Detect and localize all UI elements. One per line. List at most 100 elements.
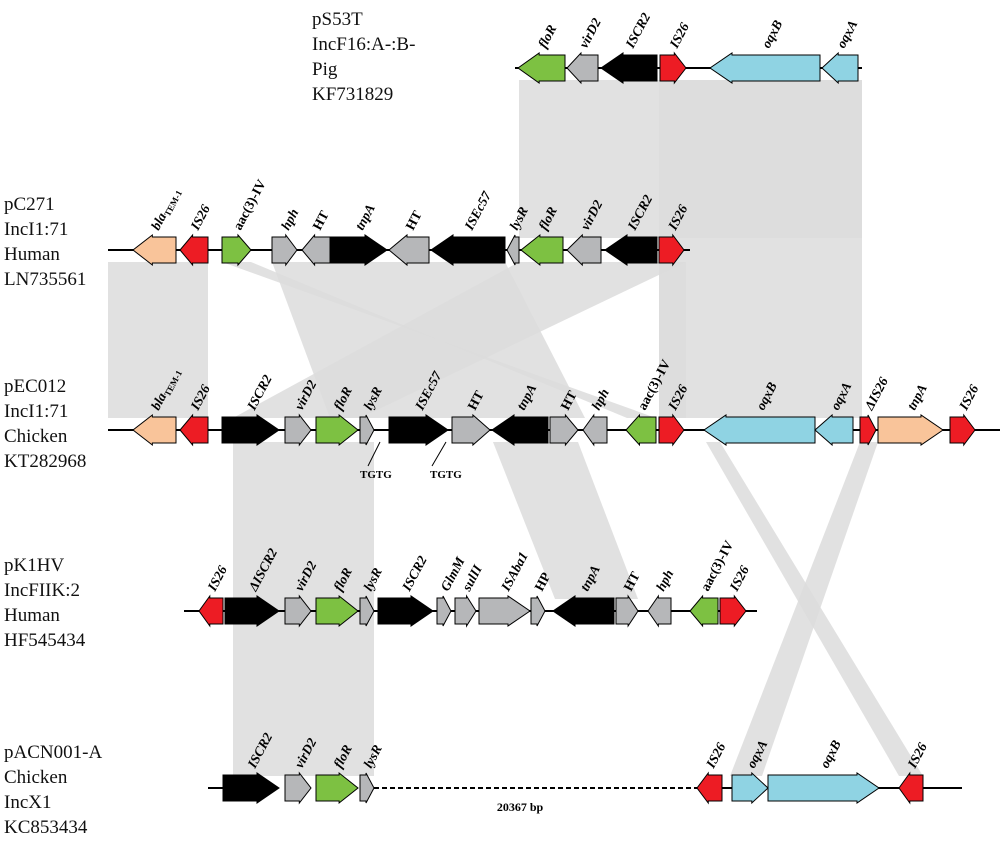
- plasmid-label-line: KF731829: [312, 84, 393, 105]
- gene-arrow-flor: [520, 233, 564, 267]
- gene-arrow-is26: [179, 413, 209, 447]
- plasmid-label-line: KC853434: [4, 817, 88, 838]
- gene-label: hph: [278, 206, 301, 232]
- gene-arrow-tnpa: [877, 414, 944, 446]
- gene-arrow-is26: [696, 771, 723, 805]
- tgtg-tick: [431, 441, 447, 467]
- homology-shading: [108, 80, 923, 776]
- gene-arrow-aac-3-iv: [221, 233, 252, 267]
- gene-arrow-oqxb: [703, 414, 816, 446]
- plasmid-label-line: Human: [4, 244, 60, 265]
- gene-label: virD2: [576, 15, 604, 50]
- gene-arrow-isaba1: [478, 595, 531, 627]
- gene-arrow--iscr2: [224, 595, 280, 627]
- gene-label: IS26: [702, 740, 728, 771]
- gene-arrow-iscr2: [604, 234, 658, 266]
- plasmid-label-line: Pig: [312, 59, 338, 80]
- gene-arrow-hp: [530, 595, 546, 627]
- gene-label: IS26: [955, 382, 981, 413]
- gene-arrow-is26: [658, 413, 685, 447]
- gene-label: HT: [309, 208, 331, 232]
- gene-arrow-tnpa: [491, 414, 549, 446]
- gene-arrow-aac-3-iv: [625, 413, 657, 447]
- gene-arrow-flor: [315, 413, 359, 447]
- plasmid-label-line: pEC012: [4, 376, 66, 397]
- gene-label: ISAba1: [497, 549, 530, 594]
- gene-arrow-hph: [582, 413, 608, 447]
- gene-arrow-flor: [315, 771, 359, 805]
- tgtg-tick: [367, 441, 381, 467]
- gene-label: IS26: [204, 563, 230, 594]
- gene-arrow-oqxb: [709, 52, 821, 84]
- gene-arrow--is26: [859, 414, 877, 446]
- gene-arrow-flor: [517, 52, 566, 84]
- plasmid-label-line: IncI1:71: [4, 401, 68, 422]
- homology-region: [706, 442, 923, 776]
- gap-length-label: 20367 bp: [497, 800, 544, 814]
- gene-arrow-blatem-1: [132, 233, 177, 267]
- gene-arrow-vird2: [284, 771, 312, 805]
- gene-label: aac(3)-IV: [230, 177, 269, 233]
- plasmid-label-line: IncI1:71: [4, 219, 68, 240]
- gene-label: ΔIS26: [861, 374, 891, 413]
- gene-arrow-is26: [658, 233, 685, 267]
- gene-arrow-hph: [271, 233, 298, 267]
- gene-arrow-ht: [549, 413, 579, 447]
- plasmid-label-line: Human: [4, 605, 60, 626]
- gene-label: tnpA: [352, 202, 378, 233]
- gene-arrow-isec57: [388, 414, 449, 446]
- gene-arrow-vird2: [284, 413, 312, 447]
- plasmid-label-line: LN735561: [4, 269, 86, 290]
- gene-arrow-is26: [198, 594, 224, 628]
- gene-arrow-vird2: [566, 51, 599, 85]
- plasmid-label-line: IncF16:A-:B-: [312, 34, 415, 55]
- gene-arrow-is26: [949, 413, 976, 447]
- plasmid-label-line: IncFIIK:2: [4, 580, 80, 601]
- gene-arrow-blatem-1: [132, 413, 177, 447]
- tgtg-label: TGTG: [430, 469, 462, 481]
- gene-label: oqxA: [833, 18, 860, 51]
- gene-arrow-vird2: [284, 594, 312, 628]
- gene-arrow-is26: [659, 51, 687, 85]
- plasmid-label-line: KT282968: [4, 451, 86, 472]
- homology-region: [659, 80, 862, 418]
- gene-arrow-ht: [301, 233, 331, 267]
- plasmid-label-line: Chicken: [4, 767, 68, 788]
- gene-label: IS26: [187, 202, 213, 233]
- gene-label: ISEc57: [461, 188, 495, 233]
- plasmid-labels: pS53TIncF16:A-:B-PigKF731829pC271IncI1:7…: [4, 9, 415, 838]
- gene-label: HT: [402, 208, 424, 232]
- gene-arrow-oqxa: [821, 51, 859, 85]
- plasmid-label-line: Chicken: [4, 426, 68, 447]
- gene-arrow-hph: [647, 594, 672, 628]
- gene-arrow-lysr: [359, 595, 375, 627]
- gene-arrow-oqxa: [731, 771, 769, 805]
- homology-region: [233, 262, 686, 418]
- gene-arrow-aac-3-iv: [689, 594, 719, 628]
- plasmid-label-line: pS53T: [312, 9, 363, 30]
- gene-label: IS26: [666, 20, 692, 51]
- gene-label: ISCR2: [622, 10, 653, 51]
- gene-arrow-is26: [719, 594, 747, 628]
- gene-arrow-ht: [451, 413, 491, 447]
- tgtg-label: TGTG: [360, 469, 392, 481]
- gene-arrow-sulii: [454, 594, 477, 628]
- homology-region: [493, 442, 638, 599]
- gene-arrow-isec57: [430, 234, 506, 266]
- gene-arrow-flor: [315, 594, 359, 628]
- gene-label: hph: [653, 567, 676, 593]
- gene-arrow-lysr: [359, 772, 375, 804]
- gene-arrow-vird2: [566, 233, 602, 267]
- gene-label: IS26: [726, 563, 752, 594]
- gene-label: ISCR2: [398, 553, 429, 594]
- gene-arrow-iscr2: [221, 414, 280, 446]
- gene-arrow-glmm: [436, 595, 452, 627]
- gene-arrow-oqxa: [814, 413, 854, 447]
- gene-arrow-ht: [615, 594, 639, 628]
- annotations: TGTG TGTG 20367 bp: [360, 441, 544, 814]
